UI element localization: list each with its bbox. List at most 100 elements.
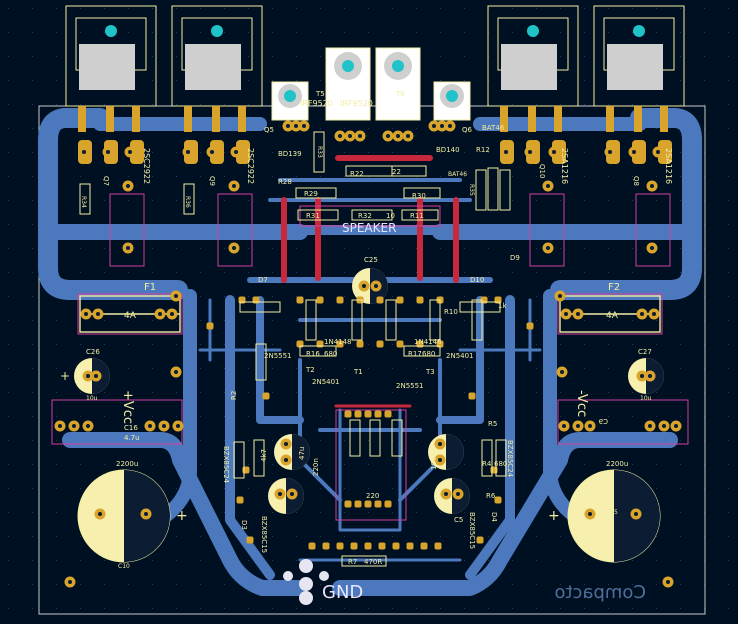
- grid-dot: [296, 80, 297, 81]
- grid-dot: [488, 296, 489, 297]
- grid-dot: [416, 608, 417, 609]
- grid-dot: [632, 584, 633, 585]
- grid-dot: [32, 152, 33, 153]
- q-left-outline-1: [109, 193, 145, 267]
- pad-hole: [284, 458, 288, 462]
- grid-dot: [728, 416, 729, 417]
- grid-dot: [584, 464, 585, 465]
- grid-dot: [488, 608, 489, 609]
- d10-label: D10: [470, 276, 484, 284]
- grid-dot: [440, 536, 441, 537]
- pad-hole: [564, 312, 568, 316]
- grid-dot: [200, 608, 201, 609]
- transistor-lead-b-left-2: [212, 106, 220, 132]
- grid-dot: [200, 392, 201, 393]
- grid-dot: [584, 56, 585, 57]
- grid-dot: [200, 104, 201, 105]
- c27-label: C27: [638, 348, 652, 356]
- grid-dot: [728, 440, 729, 441]
- grid-dot: [416, 224, 417, 225]
- grid-dot: [176, 104, 177, 105]
- grid-dot: [32, 248, 33, 249]
- grid-dot: [320, 56, 321, 57]
- grid-dot: [368, 368, 369, 369]
- resistor-body-v-8: [351, 299, 363, 341]
- grid-dot: [296, 320, 297, 321]
- grid-dot: [152, 584, 153, 585]
- grid-dot: [536, 248, 537, 249]
- grid-dot: [248, 272, 249, 273]
- grid-dot: [152, 392, 153, 393]
- resistor-body-v-9: [385, 299, 397, 341]
- pad-hole: [126, 246, 130, 250]
- grid-dot: [368, 128, 369, 129]
- c16-outline: [51, 399, 183, 445]
- grid-dot: [728, 608, 729, 609]
- grid-dot: [464, 296, 465, 297]
- grid-dot: [512, 248, 513, 249]
- grid-dot: [56, 344, 57, 345]
- grid-dot: [488, 368, 489, 369]
- grid-dot: [344, 392, 345, 393]
- grid-dot: [560, 608, 561, 609]
- grid-dot: [680, 32, 681, 33]
- gnd-pad-2[interactable]: [299, 577, 313, 591]
- grid-dot: [128, 200, 129, 201]
- grid-dot: [344, 608, 345, 609]
- gnd-pad-1[interactable]: [299, 559, 313, 573]
- grid-dot: [128, 464, 129, 465]
- pad-hole: [588, 512, 592, 516]
- grid-dot: [248, 440, 249, 441]
- grid-dot: [32, 80, 33, 81]
- resistor-body-v-0: [313, 131, 325, 173]
- grid-dot: [680, 344, 681, 345]
- c5-label: C5: [454, 516, 463, 524]
- grid-dot: [104, 8, 105, 9]
- grid-dot: [368, 248, 369, 249]
- gnd-pad-3[interactable]: [299, 591, 313, 605]
- grid-dot: [728, 536, 729, 537]
- resistor-body-h-0: [297, 209, 339, 221]
- resistor-body-v-2: [79, 183, 91, 215]
- grid-dot: [512, 560, 513, 561]
- q-left-outline-2: [217, 193, 253, 267]
- gnd-pad-4[interactable]: [283, 571, 293, 581]
- grid-dot: [32, 128, 33, 129]
- grid-dot: [608, 416, 609, 417]
- heatsink-hole-right-1: [527, 25, 539, 37]
- grid-dot: [224, 272, 225, 273]
- grid-dot: [368, 224, 369, 225]
- grid-dot: [224, 440, 225, 441]
- gnd-pad-5[interactable]: [319, 571, 329, 581]
- grid-dot: [32, 560, 33, 561]
- grid-dot: [464, 80, 465, 81]
- r22-label: R22: [350, 170, 364, 178]
- gnd-label: GND: [322, 582, 363, 603]
- grid-dot: [416, 32, 417, 33]
- speaker-label: SPEAKER: [342, 221, 396, 235]
- grid-dot: [344, 272, 345, 273]
- pad-hole: [632, 150, 636, 154]
- grid-dot: [80, 536, 81, 537]
- grid-dot: [176, 344, 177, 345]
- grid-dot: [440, 272, 441, 273]
- grid-dot: [200, 344, 201, 345]
- grid-dot: [344, 536, 345, 537]
- grid-dot: [632, 200, 633, 201]
- grid-dot: [8, 416, 9, 417]
- resistor-body-h-9: [341, 555, 387, 567]
- grid-dot: [680, 248, 681, 249]
- grid-dot: [680, 320, 681, 321]
- transistor-lead-c-right-2: [660, 106, 668, 132]
- grid-dot: [584, 152, 585, 153]
- grid-dot: [272, 464, 273, 465]
- resistor-body-v-5: [499, 169, 511, 211]
- grid-dot: [224, 8, 225, 9]
- gnd-header[interactable]: [283, 559, 329, 605]
- grid-dot: [608, 344, 609, 345]
- d3-part-label: BZX85C15: [260, 516, 268, 553]
- grid-dot: [680, 368, 681, 369]
- grid-dot: [200, 32, 201, 33]
